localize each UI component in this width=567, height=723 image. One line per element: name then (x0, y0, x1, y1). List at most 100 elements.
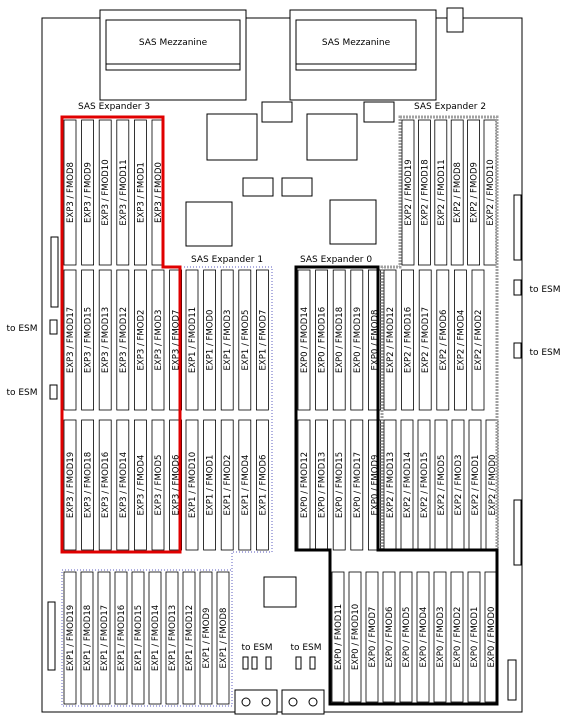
slot-label: EXP0 / FMOD8 (370, 310, 380, 371)
slot-label: EXP3 / FMOD9 (84, 162, 94, 223)
slot-label: EXP2 / FMOD12 (386, 307, 396, 373)
slot-label: EXP3 / FMOD18 (84, 452, 94, 518)
slot-label: EXP1 / FMOD18 (83, 605, 93, 671)
slot-exp1-low-3 (114, 571, 128, 705)
slot-exp1-bot-2 (220, 419, 234, 551)
slot-exp2-top-4 (467, 119, 481, 266)
slot-label: EXP2 / FMOD16 (404, 307, 414, 373)
slot-exp0-low-0 (331, 571, 345, 703)
slot-exp2-mid-2 (418, 269, 432, 411)
slot-label: EXP2 / FMOD13 (386, 452, 396, 518)
slot-label: EXP0 / FMOD3 (436, 607, 446, 668)
slot-label: EXP0 / FMOD10 (351, 604, 361, 670)
slot-label: EXP1 / FMOD0 (206, 310, 216, 371)
slot-exp1-low-9 (216, 571, 230, 705)
slot-label: EXP2 / FMOD11 (437, 159, 447, 225)
slot-label: EXP1 / FMOD6 (258, 455, 268, 516)
slot-label: EXP3 / FMOD14 (119, 452, 129, 518)
slot-exp1-bot-0 (185, 419, 199, 551)
bottom-connectors (234, 656, 325, 715)
slot-exp3-top-0 (63, 119, 77, 266)
slot-exp3-top-3 (116, 119, 130, 266)
side-connectors (47, 194, 522, 701)
slot-label: EXP2 / FMOD1 (471, 455, 481, 516)
slot-exp1-bot-1 (203, 419, 217, 551)
slot-label: EXP3 / FMOD8 (66, 162, 76, 223)
slot-exp0-mid-0 (297, 269, 311, 411)
slot-exp3-mid-0 (63, 269, 77, 411)
slot-label: EXP3 / FMOD2 (136, 310, 146, 371)
slot-exp2-top-1 (417, 119, 431, 266)
slot-label: EXP3 / FMOD12 (119, 307, 129, 373)
slot-label: EXP1 / FMOD14 (151, 605, 161, 671)
slot-exp1-low-7 (182, 571, 196, 705)
slot-exp2-top-0 (401, 119, 415, 266)
top-connector-small (446, 7, 464, 33)
slot-label: EXP1 / FMOD11 (188, 307, 198, 373)
slot-exp2-mid-3 (436, 269, 450, 411)
slot-label: EXP2 / FMOD17 (421, 307, 431, 373)
slot-exp0-low-5 (416, 571, 430, 703)
slot-label: EXP1 / FMOD19 (66, 605, 76, 671)
esm-label-bottom-1: to ESM (241, 643, 272, 653)
mezzanine-right: SAS Mezzanine (289, 9, 437, 101)
slot-label: EXP1 / FMOD12 (185, 605, 195, 671)
slot-exp3-mid-2 (98, 269, 112, 411)
slot-exp0-low-2 (365, 571, 379, 703)
slot-exp2-mid-4 (453, 269, 467, 411)
slot-exp0-bot-3 (350, 419, 364, 551)
slot-exp0-low-3 (382, 571, 396, 703)
slot-exp1-bot-3 (238, 419, 252, 551)
slot-label: EXP0 / FMOD18 (335, 307, 345, 373)
slot-label: EXP0 / FMOD7 (368, 607, 378, 668)
slot-label: EXP0 / FMOD16 (318, 307, 328, 373)
slot-label: EXP3 / FMOD4 (136, 455, 146, 516)
slot-exp2-top-2 (434, 119, 448, 266)
slot-exp0-low-8 (467, 571, 481, 703)
slot-label: EXP2 / FMOD18 (420, 159, 430, 225)
esm-label-right-1: to ESM (529, 285, 560, 295)
slot-label: EXP2 / FMOD10 (486, 159, 496, 225)
slot-exp1-mid-1 (203, 269, 217, 411)
slot-exp0-mid-1 (315, 269, 329, 411)
slot-label: EXP2 / FMOD4 (456, 310, 466, 371)
esm-label-left-2: to ESM (6, 388, 37, 398)
expander-3-label: SAS Expander 3 (78, 102, 150, 112)
expander-3-outline (60, 115, 182, 554)
slot-exp3-bot-2 (98, 419, 112, 551)
slot-exp0-low-6 (433, 571, 447, 703)
slot-label: EXP0 / FMOD11 (334, 604, 344, 670)
slot-exp0-mid-3 (350, 269, 364, 411)
slot-label: EXP3 / FMOD1 (136, 162, 146, 223)
slot-exp2-mid-0 (383, 269, 397, 411)
center-chips (185, 101, 395, 608)
slot-exp0-low-4 (399, 571, 413, 703)
mezzanine-right-label: SAS Mezzanine (322, 38, 391, 48)
slot-label: EXP2 / FMOD2 (474, 310, 484, 371)
slot-exp1-low-1 (80, 571, 94, 705)
slot-label: EXP0 / FMOD9 (370, 455, 380, 516)
slot-label: EXP2 / FMOD3 (454, 455, 464, 516)
slot-label: EXP1 / FMOD2 (223, 455, 233, 516)
expander-1-outline (61, 266, 273, 707)
slot-label: EXP1 / FMOD9 (202, 608, 212, 669)
slot-label: EXP0 / FMOD12 (300, 452, 310, 518)
slot-label: EXP3 / FMOD10 (101, 159, 111, 225)
slot-exp3-mid-3 (116, 269, 130, 411)
slot-label: EXP2 / FMOD6 (439, 310, 449, 371)
slot-label: EXP0 / FMOD4 (419, 607, 429, 668)
slot-label: EXP3 / FMOD15 (84, 307, 94, 373)
slot-label: EXP2 / FMOD19 (404, 159, 414, 225)
slot-exp3-top-2 (98, 119, 112, 266)
mezzanine-left-label: SAS Mezzanine (139, 38, 208, 48)
slot-exp1-low-0 (63, 571, 77, 705)
slot-label: EXP3 / FMOD17 (66, 307, 76, 373)
slot-exp3-top-4 (133, 119, 147, 266)
slot-label: EXP3 / FMOD7 (172, 310, 182, 371)
slot-exp1-bot-4 (255, 419, 269, 551)
slot-exp3-bot-1 (81, 419, 94, 551)
slot-label: EXP0 / FMOD5 (402, 607, 412, 668)
slot-label: EXP1 / FMOD5 (241, 310, 251, 371)
